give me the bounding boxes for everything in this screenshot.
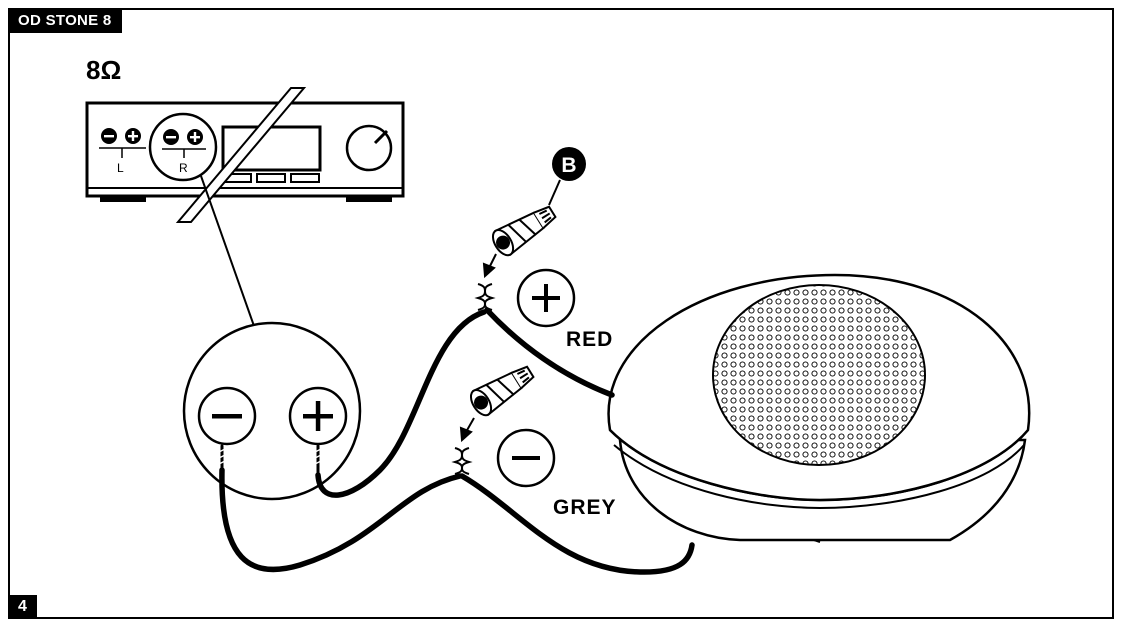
terminal-zoom [182,321,362,501]
wires [219,307,695,575]
amplifier [85,101,405,202]
callout-b-letter: B [561,154,576,177]
amp-right-terminals [148,112,218,182]
page-number: 4 [8,595,37,619]
page-frame [8,8,1114,619]
amp-left-label: L [117,161,124,175]
grey-label: GREY [553,496,617,519]
plus-symbol-icon [516,268,576,328]
amp-right-label: R [179,161,188,175]
twist-junction-negative [451,447,473,475]
red-label: RED [566,328,613,351]
amp-left-terminals [101,128,141,144]
minus-symbol-icon [496,428,556,488]
red-wire-speaker [484,307,615,398]
strike-bar [175,87,307,223]
wire-nut-positive-icon [491,205,557,257]
impedance-label: 8Ω [86,55,121,85]
grey-wire-amp [219,467,463,573]
callout-b [548,147,586,206]
arrows [459,253,497,443]
twist-junction-positive [474,283,496,311]
wire-nut-negative-icon [469,365,535,417]
speaker [607,273,1031,543]
volume-knob-icon [345,124,393,172]
title-tab: OD STONE 8 [8,8,122,33]
grey-wire-speaker [459,473,695,575]
red-wire-amp [315,309,487,498]
zoom-leader-line [200,175,255,327]
speaker-grille [712,284,926,466]
